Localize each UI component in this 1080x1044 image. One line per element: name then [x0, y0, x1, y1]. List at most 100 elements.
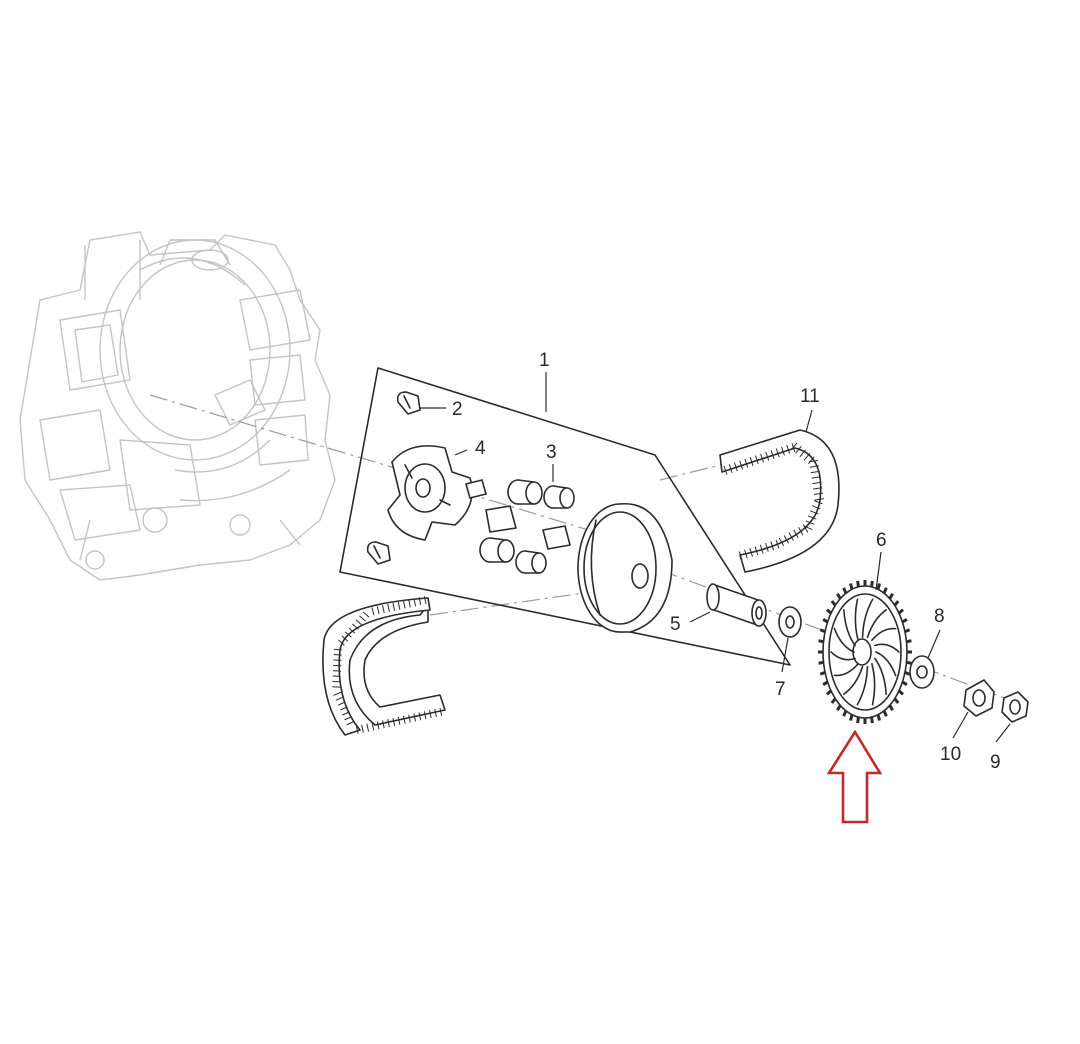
- belt-tooth: [434, 709, 437, 718]
- belt-tooth: [338, 639, 345, 646]
- washer-part-7: [778, 606, 802, 638]
- fan-blade: [874, 643, 900, 653]
- callout-7: 7: [775, 679, 786, 700]
- fan-blade: [856, 665, 869, 706]
- belt-tooth: [810, 470, 820, 474]
- callout-labels: 1 2 3 4 5 6 7 8 9 10 11: [452, 350, 1001, 773]
- belt-tooth: [392, 717, 396, 727]
- drive-belt-part: [719, 429, 840, 573]
- gear-tooth: [818, 639, 824, 644]
- belt-tooth: [738, 551, 743, 561]
- belt-tooth: [361, 724, 364, 733]
- belt-tooth: [408, 714, 411, 723]
- gear-tooth: [882, 710, 888, 717]
- belt-tooth: [346, 721, 355, 726]
- gear-tooth: [825, 689, 833, 696]
- belt-tooth: [754, 455, 759, 465]
- belt-tooth: [362, 611, 370, 618]
- callout-9: 9: [990, 752, 1001, 773]
- belt-tooth: [790, 442, 798, 451]
- engine-crankcase: [19, 231, 336, 581]
- gear-tooth: [870, 716, 874, 724]
- roller-weights-part: [465, 479, 575, 574]
- gear-tooth: [818, 660, 824, 665]
- belt-tooth: [813, 492, 824, 495]
- belt-tooth: [805, 520, 815, 525]
- belt-tooth: [778, 537, 785, 547]
- belt-tooth: [781, 446, 785, 456]
- gear-tooth: [897, 608, 905, 615]
- bushing-sleeve-part: [706, 583, 767, 627]
- belt-tooth: [813, 487, 823, 490]
- belt-tooth: [402, 715, 406, 724]
- gear-tooth: [849, 583, 854, 590]
- highlight-up-arrow-icon: [826, 729, 883, 824]
- belt-tooth: [765, 542, 769, 552]
- gear-tooth: [906, 639, 912, 644]
- belt-tooth: [402, 600, 406, 609]
- belt-tooth: [429, 710, 432, 719]
- belt-tooth: [770, 541, 775, 551]
- gear-tooth: [822, 618, 829, 624]
- belt-tooth: [813, 500, 823, 505]
- belt-tooth: [788, 532, 794, 541]
- belt-tooth: [793, 529, 799, 539]
- gear-tooth: [825, 608, 833, 615]
- fan-blade: [871, 627, 897, 642]
- callout-4: 4: [475, 438, 486, 459]
- gear-tooth: [901, 680, 908, 686]
- belt-tooth: [392, 602, 396, 611]
- fan-drive-pulley-part: [818, 580, 912, 724]
- gear-tooth: [870, 580, 874, 588]
- fan-blade: [830, 651, 856, 661]
- gear-tooth: [842, 587, 848, 594]
- belt-tooth: [342, 711, 350, 716]
- belt-tooth: [423, 711, 427, 720]
- fan-blade: [842, 665, 864, 695]
- belt-tooth: [341, 635, 349, 642]
- belt-tooth: [749, 547, 753, 557]
- gear-tooth: [830, 600, 837, 607]
- belt-tooth: [387, 603, 390, 612]
- belt-tooth: [418, 712, 422, 721]
- slider-clip-part: [366, 391, 421, 565]
- belt-tooth: [439, 707, 443, 716]
- belt-tooth: [798, 527, 804, 536]
- gear-tooth: [822, 680, 829, 686]
- belt-tooth: [775, 539, 780, 549]
- hex-nut-part: [1001, 691, 1029, 723]
- variator-pulley: [577, 503, 673, 633]
- fan-blade: [874, 657, 887, 696]
- callout-2: 2: [452, 399, 463, 420]
- gear-tooth: [819, 670, 826, 676]
- gear-tooth: [819, 628, 826, 634]
- gear-tooth: [882, 587, 888, 594]
- belt-tooth: [355, 725, 359, 734]
- belt-tooth: [348, 627, 356, 634]
- toothed-nut-part: [963, 679, 995, 717]
- belt-tooth: [744, 458, 749, 468]
- belt-tooth: [733, 462, 738, 472]
- belt-tooth: [803, 525, 813, 530]
- washer-part-8: [909, 655, 935, 689]
- belt-tooth: [335, 696, 344, 701]
- gear-tooth: [856, 716, 860, 724]
- gear-tooth: [888, 704, 894, 712]
- belt-tooth: [814, 498, 824, 501]
- ramp-plate-part: [387, 445, 473, 541]
- belt-tooth: [770, 450, 775, 460]
- gear-tooth: [906, 660, 912, 665]
- gear-tooth: [856, 580, 860, 588]
- gear-tooth: [876, 714, 881, 721]
- belt-tooth: [423, 596, 427, 605]
- fan-blade: [861, 598, 874, 639]
- belt-tooth: [371, 722, 375, 731]
- belt-tooth: [382, 720, 385, 729]
- fan-blade: [854, 598, 859, 642]
- belt-tooth: [795, 445, 802, 454]
- gear-tooth: [876, 583, 881, 590]
- belt-tooth: [728, 464, 733, 473]
- belt-tooth: [803, 452, 811, 461]
- callout-8: 8: [934, 606, 945, 627]
- fan-blade: [871, 662, 876, 706]
